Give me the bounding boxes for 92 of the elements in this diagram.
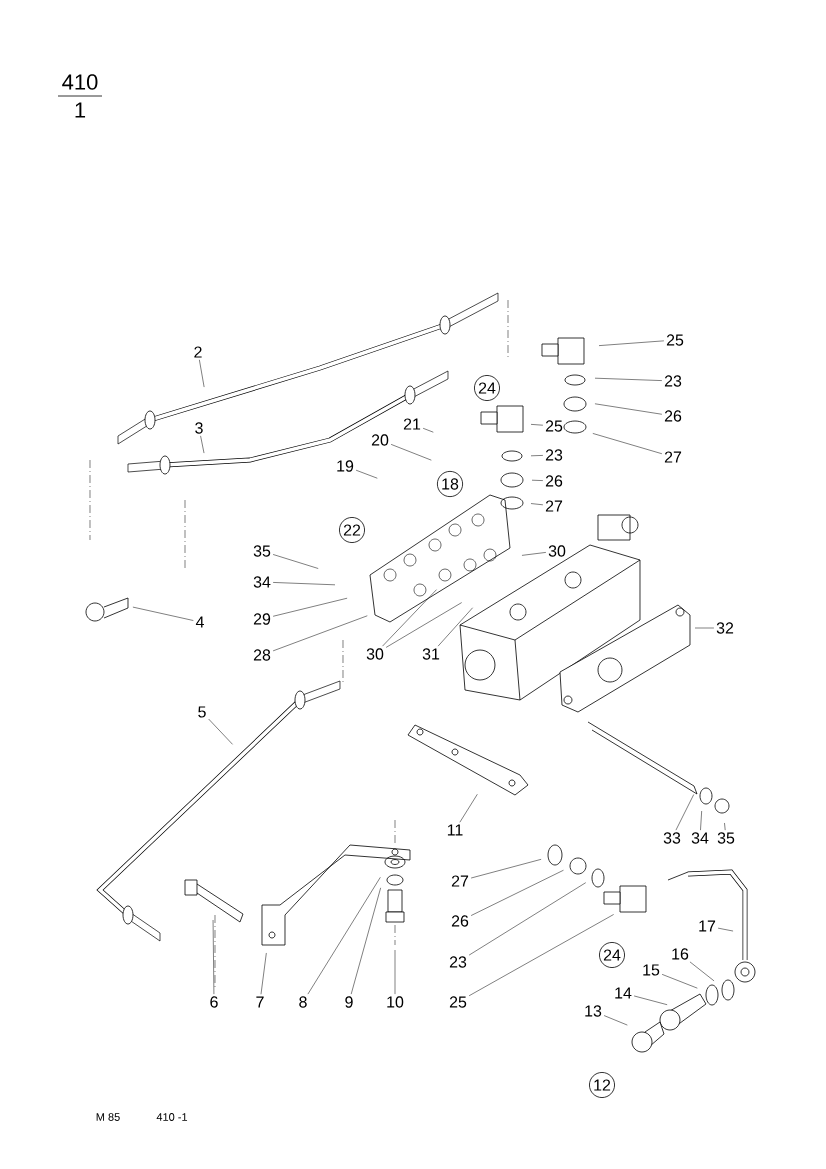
leader-line — [350, 887, 381, 995]
leader-line — [592, 433, 663, 454]
page-number: 410 — [62, 74, 98, 90]
callout-number: 16 — [672, 948, 689, 960]
leader-line — [694, 627, 715, 629]
callout-number: 25 — [545, 420, 563, 432]
drawing-code: M 85 — [96, 1113, 120, 1121]
leader-line — [260, 952, 267, 995]
callout-number: 27 — [664, 451, 682, 463]
callout-number: 10 — [387, 996, 404, 1008]
leader-line — [199, 359, 205, 388]
callout-number: 14 — [615, 987, 632, 999]
callout-number: 15 — [643, 964, 660, 976]
leader-line — [717, 927, 734, 932]
leader-line — [272, 554, 319, 569]
leader-line — [633, 995, 668, 1005]
leader-line — [468, 882, 586, 956]
group-number: 24 — [474, 375, 500, 401]
callout-number: 30 — [366, 648, 384, 660]
leader-line — [661, 974, 698, 989]
callout-number: 26 — [545, 475, 563, 487]
leader-line — [382, 589, 437, 647]
group-number: 18 — [437, 471, 463, 497]
group-number: 12 — [589, 1072, 615, 1098]
callout-number: 17 — [699, 920, 716, 932]
leader-line — [307, 877, 381, 995]
callout-number: 5 — [198, 706, 206, 718]
group-number: 24 — [599, 942, 625, 968]
callout-number: 26 — [451, 915, 469, 927]
callout-number: 11 — [447, 824, 463, 836]
leader-line — [200, 435, 205, 454]
callout-number: 3 — [195, 422, 203, 434]
leader-line — [470, 869, 564, 916]
leader-line — [700, 810, 702, 831]
callout-number: 7 — [256, 996, 264, 1008]
callout-number: 34 — [691, 832, 709, 844]
leader-line — [212, 919, 215, 995]
callout-number: 35 — [717, 832, 735, 844]
callout-number: 35 — [253, 545, 271, 557]
callout-number: 25 — [666, 334, 684, 346]
leader-line — [724, 822, 726, 831]
leader-line — [470, 859, 542, 879]
leader-line — [603, 1015, 628, 1026]
leader-line — [422, 428, 434, 433]
callout-number: 2 — [194, 346, 202, 358]
leader-line — [530, 424, 544, 426]
callout-number: 29 — [253, 613, 271, 625]
leader-line — [521, 552, 547, 556]
callout-number: 13 — [585, 1005, 602, 1017]
leader-line — [689, 961, 715, 982]
callout-number: 23 — [545, 449, 563, 461]
callout-number: 4 — [195, 616, 204, 628]
leader-line — [272, 582, 336, 586]
callout-number: 23 — [449, 956, 467, 968]
leader-line — [594, 377, 663, 381]
callout-number: 8 — [299, 996, 307, 1008]
callout-number: 19 — [337, 460, 354, 472]
leader-line — [530, 503, 544, 506]
drawing-code: 410 -1 — [156, 1113, 188, 1121]
callout-number: 30 — [548, 545, 566, 557]
group-number: 22 — [339, 517, 365, 543]
leader-line — [208, 718, 233, 745]
leader-line — [272, 597, 348, 617]
leader-line — [531, 479, 544, 481]
leader-line — [459, 794, 478, 823]
leader-line — [390, 444, 432, 461]
callout-number: 32 — [716, 622, 734, 634]
leader-line — [437, 607, 473, 647]
callout-number: 28 — [253, 649, 271, 661]
leader-line — [594, 403, 663, 415]
callout-number: 9 — [345, 996, 353, 1008]
callout-number: 23 — [664, 375, 682, 387]
leader-line — [468, 914, 614, 996]
callout-number: 20 — [371, 434, 389, 446]
leader-line — [598, 340, 665, 346]
callout-number: 34 — [253, 576, 271, 588]
callout-number: 33 — [663, 832, 681, 844]
leader-line — [272, 615, 368, 652]
callout-number: 26 — [664, 410, 682, 422]
leader-line — [132, 606, 194, 621]
callout-number: 27 — [451, 875, 469, 887]
callout-number: 21 — [403, 418, 421, 430]
leader-line — [530, 455, 544, 457]
leader-line — [675, 794, 694, 831]
callout-number: 6 — [210, 996, 218, 1008]
page-number: 1 — [75, 102, 86, 118]
callout-number: 27 — [545, 500, 563, 512]
callout-number: 25 — [449, 996, 467, 1008]
leader-line — [385, 602, 462, 648]
leader-line — [355, 469, 378, 479]
leader-line — [394, 949, 396, 995]
callout-number: 31 — [422, 648, 440, 660]
